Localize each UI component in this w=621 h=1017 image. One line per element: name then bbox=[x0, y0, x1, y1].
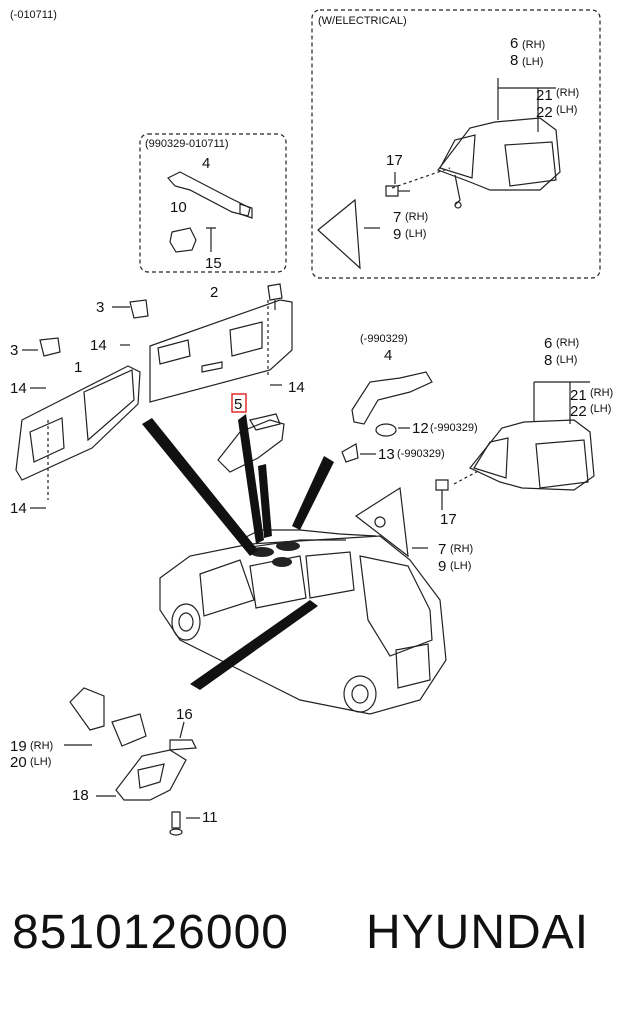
label-20: 20 bbox=[10, 754, 27, 771]
screw-15 bbox=[206, 227, 216, 242]
label-19: 19 bbox=[10, 738, 27, 755]
label-13-qualifier: (-990329) bbox=[397, 448, 445, 460]
label-9-manual: 9 bbox=[438, 558, 446, 575]
label-rh: (RH) bbox=[590, 387, 613, 399]
label-14-c: 14 bbox=[10, 380, 27, 397]
label-7-manual: 7 bbox=[438, 541, 446, 558]
label-2: 2 bbox=[210, 284, 218, 301]
label-lh: (LH) bbox=[522, 56, 543, 68]
label-lh: (LH) bbox=[30, 756, 51, 768]
label-8-electrical: 8 bbox=[510, 52, 518, 69]
label-8-manual: 8 bbox=[544, 352, 552, 369]
label-22-manual: 22 bbox=[570, 403, 587, 420]
label-12: 12 bbox=[412, 420, 429, 437]
handle-cap-10 bbox=[169, 227, 197, 253]
label-rh: (RH) bbox=[450, 543, 473, 555]
clip-top-2 bbox=[267, 283, 283, 301]
label-lh: (LH) bbox=[590, 403, 611, 415]
label-21-manual: 21 bbox=[570, 387, 587, 404]
electrical-box-title: (W/ELECTRICAL) bbox=[318, 15, 407, 27]
label-3-lower: 3 bbox=[10, 342, 18, 359]
label-15: 15 bbox=[205, 255, 222, 272]
clip-13 bbox=[341, 443, 359, 463]
label-rh: (RH) bbox=[522, 39, 545, 51]
label-14-d: 14 bbox=[10, 500, 27, 517]
assist-handle-upper bbox=[167, 171, 253, 219]
label-12-qualifier: (-990329) bbox=[430, 422, 478, 434]
label-4-box: 4 bbox=[202, 155, 210, 172]
label-18: 18 bbox=[72, 787, 89, 804]
label-11: 11 bbox=[202, 809, 218, 826]
outside-mirror-electrical bbox=[437, 117, 561, 209]
label-4-lower: 4 bbox=[384, 347, 392, 364]
brand-name: HYUNDAI bbox=[366, 906, 590, 959]
electrical-mirror-box bbox=[311, 9, 601, 279]
handle-lower-title: (-990329) bbox=[360, 333, 408, 345]
label-21-electrical: 21 bbox=[536, 87, 553, 104]
label-lh: (LH) bbox=[556, 354, 577, 366]
cap-12 bbox=[375, 423, 397, 437]
label-17-electrical: 17 bbox=[386, 152, 403, 169]
label-lh: (LH) bbox=[450, 560, 471, 572]
label-lh: (LH) bbox=[556, 104, 577, 116]
top-left-note: (-010711) bbox=[10, 9, 57, 21]
label-10: 10 bbox=[170, 199, 187, 216]
bolt-17-manual bbox=[435, 479, 449, 510]
label-6-manual: 6 bbox=[544, 335, 552, 352]
label-9-electrical: 9 bbox=[393, 226, 401, 243]
mirror-cover-electrical bbox=[317, 198, 361, 270]
label-rh: (RH) bbox=[405, 211, 428, 223]
clip-3-lower bbox=[39, 337, 61, 357]
label-17-manual: 17 bbox=[440, 511, 457, 528]
label-16: 16 bbox=[176, 706, 193, 723]
handle-box-title: (990329-010711) bbox=[145, 138, 229, 150]
parts-diagram: (-010711) (W/ELECTRICAL) 6 (RH) 8 (LH) 2… bbox=[10, 9, 613, 836]
label-13: 13 bbox=[378, 446, 395, 463]
label-rh: (RH) bbox=[556, 87, 579, 99]
part-number: 8510126000 bbox=[12, 906, 289, 959]
mirror-cover-manual bbox=[354, 486, 409, 558]
label-lh: (LH) bbox=[405, 228, 426, 240]
assist-handle-box bbox=[139, 133, 287, 273]
bolt-16 bbox=[169, 739, 197, 751]
bolt-17-electrical bbox=[385, 185, 410, 197]
bracket-19-20 bbox=[69, 687, 147, 747]
roof-console bbox=[250, 541, 300, 567]
label-14-a: 14 bbox=[90, 337, 107, 354]
pointer-lines bbox=[142, 414, 334, 690]
sunvisor-1 bbox=[15, 365, 141, 481]
outside-mirror-manual bbox=[469, 419, 595, 491]
label-1: 1 bbox=[74, 359, 82, 376]
label-22-electrical: 22 bbox=[536, 104, 553, 121]
sunvisor-2 bbox=[149, 299, 293, 403]
label-14-b: 14 bbox=[288, 379, 305, 396]
assist-handle-lower bbox=[351, 371, 433, 425]
label-6-electrical: 6 bbox=[510, 35, 518, 52]
label-rh: (RH) bbox=[556, 337, 579, 349]
highlight-box-5 bbox=[231, 393, 247, 413]
screw-11 bbox=[169, 811, 183, 836]
label-7-electrical: 7 bbox=[393, 209, 401, 226]
clip-3-upper bbox=[129, 299, 149, 319]
label-3-upper: 3 bbox=[96, 299, 104, 316]
label-5: 5 bbox=[234, 396, 242, 413]
footer: 8510126000 HYUNDAI bbox=[0, 905, 621, 975]
striker-18 bbox=[115, 749, 187, 801]
label-rh: (RH) bbox=[30, 740, 53, 752]
